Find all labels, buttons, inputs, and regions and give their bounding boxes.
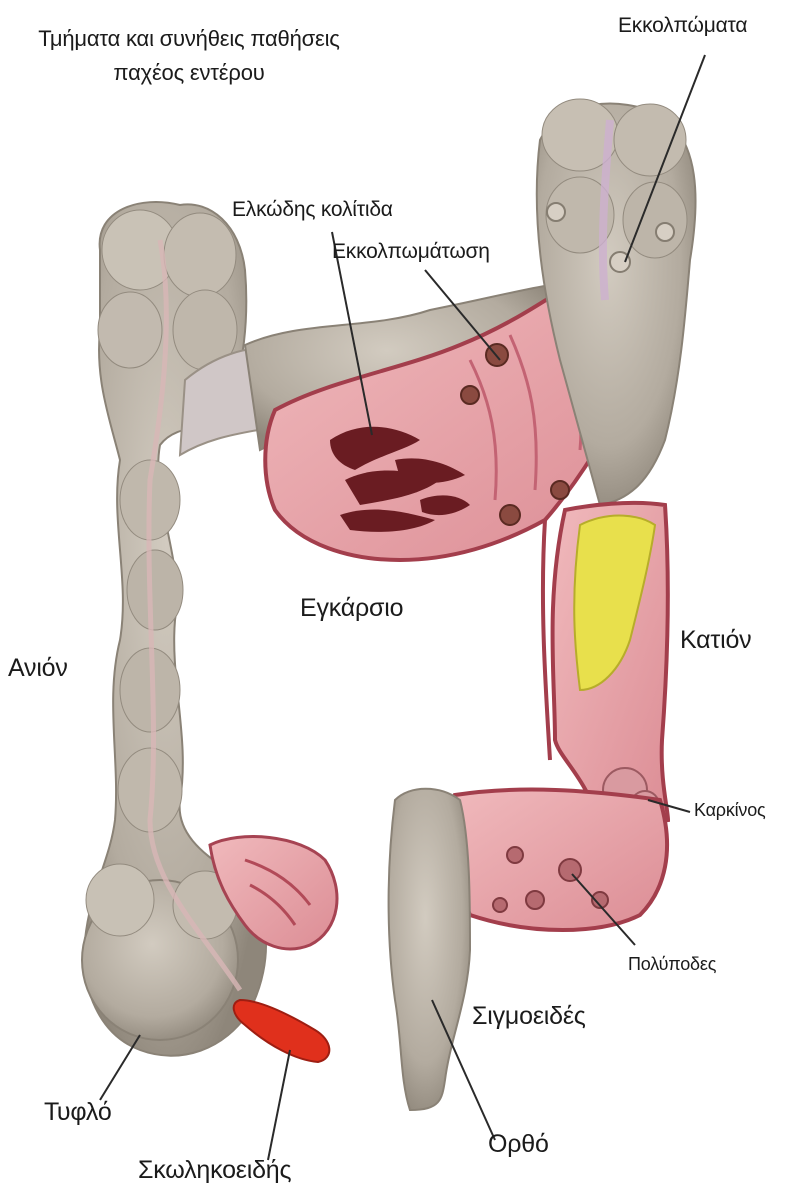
- haustrum: [98, 292, 162, 368]
- label-rectum: Ορθό: [488, 1130, 549, 1159]
- descending-colon: [543, 503, 668, 830]
- sigmoid-colon: [453, 790, 667, 930]
- label-appendix: Σκωληκοειδής: [138, 1156, 291, 1185]
- haustrum: [86, 864, 154, 936]
- label-diverticula: Εκκολπώματα: [618, 14, 747, 38]
- label-polyps: Πολύποδες: [628, 954, 716, 975]
- haustrum: [164, 213, 236, 297]
- label-transverse: Εγκάρσιο: [300, 594, 403, 623]
- ascending-colon: [82, 202, 270, 1056]
- label-ascending: Ανιόν: [8, 654, 68, 683]
- haustrum: [127, 550, 183, 630]
- haustrum: [623, 182, 687, 258]
- label-diverticulosis: Εκκολπωμάτωση: [332, 240, 490, 264]
- diagram-title: Τμήματα και συνήθεις παθήσεις παχέος εντ…: [14, 22, 364, 90]
- leader-appendix: [268, 1050, 290, 1160]
- appendix-shape: [234, 1000, 330, 1062]
- label-sigmoid: Σιγμοειδές: [472, 1002, 586, 1031]
- haustrum: [614, 104, 686, 176]
- label-cancer: Καρκίνος: [694, 800, 766, 821]
- leader-cecum: [100, 1035, 140, 1100]
- label-ulcerative-colitis: Ελκώδης κολίτιδα: [232, 198, 393, 222]
- descending-outer-rim: [543, 520, 550, 760]
- sigmoid-opened: [453, 790, 667, 930]
- title-line-1: Τμήματα και συνήθεις παθήσεις: [14, 22, 364, 56]
- title-line-2: παχέος εντέρου: [14, 56, 364, 90]
- rectum-shape: [389, 789, 470, 1110]
- label-cecum: Τυφλό: [44, 1098, 112, 1127]
- label-descending: Κατιόν: [680, 626, 751, 655]
